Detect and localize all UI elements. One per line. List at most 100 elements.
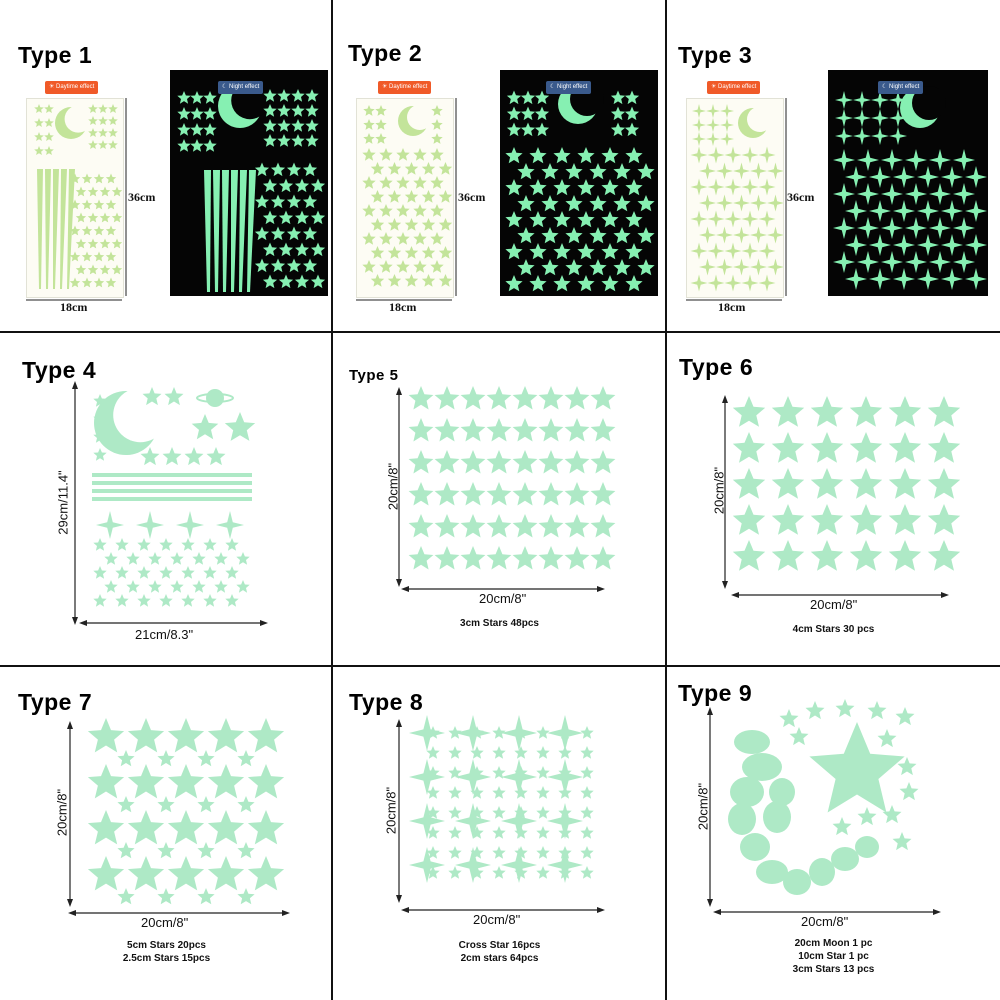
star-sticker: [44, 146, 54, 155]
star-sticker: [541, 227, 559, 244]
star-sticker: [470, 826, 484, 839]
star-sticker: [927, 468, 961, 499]
panel-title: Type 5: [349, 367, 399, 384]
moon-pebble-sticker: [756, 860, 788, 884]
star-sticker: [460, 546, 486, 570]
star-sticker: [470, 786, 484, 799]
star-sticker: [460, 386, 486, 410]
star-sticker: [558, 826, 572, 839]
star-sticker: [558, 766, 572, 779]
width-label: 20cm/8": [810, 597, 858, 612]
daytime-sticker-art: [34, 104, 123, 289]
star-sticker: [203, 139, 217, 152]
cross-star-sticker: [845, 200, 867, 222]
star-sticker: [421, 162, 436, 175]
star-sticker: [203, 91, 217, 104]
star-sticker: [81, 173, 93, 184]
star-sticker: [637, 227, 655, 244]
star-sticker: [157, 888, 175, 905]
star-sticker: [810, 468, 844, 499]
star-sticker: [81, 199, 93, 210]
star-sticker: [505, 179, 523, 196]
star-sticker: [529, 243, 547, 260]
star-sticker: [207, 856, 245, 891]
panel-type-2: Type 2 ☀ Daytime effect ☾ Night effect 3…: [333, 0, 666, 333]
dimension-lines: [67, 721, 290, 916]
star-sticker: [157, 796, 175, 813]
star-sticker: [558, 746, 572, 759]
star-sticker: [538, 546, 564, 570]
star-sticker: [506, 106, 522, 121]
moon-icon: ☾: [550, 84, 558, 90]
star-sticker: [237, 750, 255, 767]
star-sticker: [404, 246, 419, 259]
star-sticker: [438, 162, 453, 175]
cross-star-sticker: [871, 91, 889, 109]
star-sticker: [302, 258, 318, 273]
star-sticker: [305, 104, 319, 117]
cross-star-sticker: [409, 803, 445, 839]
star-sticker: [538, 450, 564, 474]
star-sticker: [625, 275, 643, 292]
star-sticker: [81, 225, 93, 236]
star-sticker: [849, 468, 883, 499]
dimension-lines: [686, 98, 787, 301]
star-sticker: [140, 447, 160, 466]
cross-star-sticker: [758, 242, 776, 260]
star-sticker: [448, 726, 462, 739]
star-sticker: [434, 514, 460, 538]
star-sticker: [277, 119, 291, 132]
cross-star-sticker: [905, 149, 927, 171]
dimension-lines: [396, 387, 605, 592]
cross-star-sticker: [455, 803, 491, 839]
star-sticker: [506, 90, 522, 105]
product-caption: Cross Star 16pcs 2cm stars 64pcs: [333, 939, 666, 965]
star-sticker: [835, 699, 855, 718]
moon-pebble-sticker: [769, 778, 795, 806]
star-sticker: [88, 104, 98, 113]
star-sticker: [849, 504, 883, 535]
caption-line: 2.5cm Stars 15pcs: [122, 953, 211, 964]
star-sticker: [408, 418, 434, 442]
star-sticker: [111, 186, 123, 197]
star-sticker: [270, 162, 286, 177]
star-sticker: [87, 264, 99, 275]
star-sticker: [203, 123, 217, 136]
daytime-sticker-art: [690, 104, 783, 292]
cross-star-sticker: [741, 146, 759, 164]
star-sticker: [601, 211, 619, 228]
star-sticker: [262, 210, 278, 225]
star-sticker: [404, 190, 419, 203]
star-sticker: [565, 227, 583, 244]
star-sticker: [115, 538, 129, 551]
star-sticker: [99, 212, 111, 223]
daytime-effect-badge: ☀ Daytime effect: [378, 81, 432, 94]
star-sticker: [470, 766, 484, 779]
star-sticker: [184, 447, 204, 466]
star-sticker: [434, 386, 460, 410]
star-sticker: [108, 128, 118, 137]
cross-star-sticker: [965, 234, 987, 256]
cross-star-sticker: [767, 162, 783, 180]
cross-star-sticker: [881, 183, 903, 205]
panel-title: Type 3: [678, 42, 753, 68]
height-label: 20cm/8": [383, 786, 399, 835]
cross-star-sticker: [953, 251, 975, 273]
star-sticker: [404, 218, 419, 231]
star-sticker: [470, 746, 484, 759]
star-sticker: [421, 274, 436, 287]
star-sticker: [438, 274, 453, 287]
star-sticker: [278, 242, 294, 257]
star-sticker: [262, 178, 278, 193]
planet-ring-sticker: [196, 393, 234, 403]
caption-line: 3cm Stars 13 pcs: [792, 964, 875, 975]
moon-pebble-sticker: [742, 753, 782, 781]
star-sticker: [580, 746, 594, 759]
star-sticker: [190, 91, 204, 104]
star-sticker: [44, 104, 54, 113]
star-sticker: [237, 888, 255, 905]
star-sticker: [170, 580, 184, 593]
star-sticker: [87, 212, 99, 223]
star-sticker: [520, 90, 536, 105]
star-sticker: [771, 468, 805, 499]
